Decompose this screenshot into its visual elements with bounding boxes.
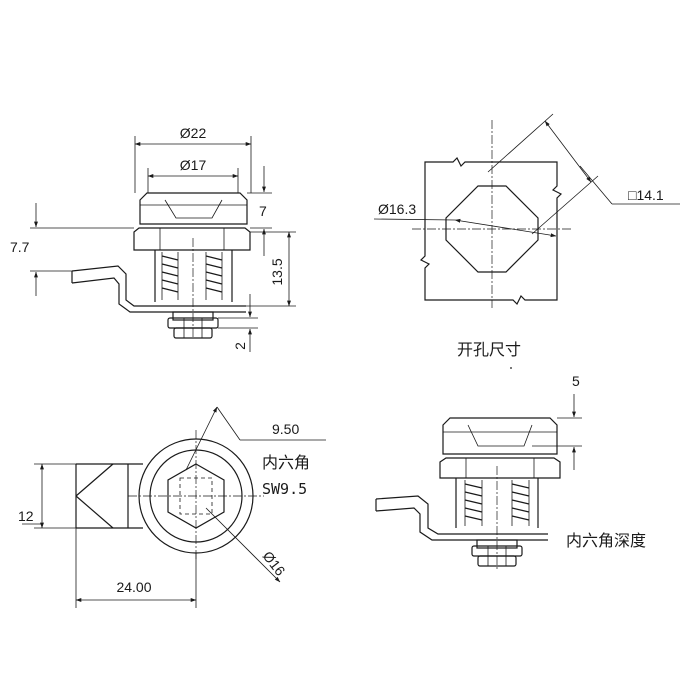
side-lock-head: [442, 417, 558, 455]
cutout-shape: [445, 185, 539, 273]
cam-arm: [71, 265, 246, 313]
dim-outer-diameter-text: Ø22: [180, 125, 207, 141]
cam-plate: [75, 463, 143, 529]
dim-head-height: 7: [247, 166, 272, 256]
lock-nut: [133, 227, 251, 251]
dim-cutout-diameter-text: Ø16.3: [378, 201, 416, 217]
panel-outline: [419, 156, 563, 306]
dim-hex-depth: 5: [532, 373, 582, 470]
hex-size-text: SW9.5: [262, 480, 307, 498]
bottom-screw: [167, 311, 219, 339]
dim-head-height-text: 7: [259, 203, 267, 219]
hex-label: 内六角: [262, 453, 310, 472]
dim-head-diameter: Ø17: [147, 157, 239, 193]
cutout-view: Ø16.3 □14.1 开孔尺寸: [373, 113, 680, 369]
side-view: 5 内六角深度: [375, 373, 646, 570]
hex-depth-label: 内六角深度: [566, 531, 646, 550]
dim-cam-offset: 7.7: [10, 203, 134, 296]
side-spring-body: [455, 466, 539, 570]
dim-outer-diameter: Ø22: [134, 125, 252, 193]
spring-body: [154, 238, 233, 338]
side-cam-arm: [375, 495, 548, 541]
side-bottom-screw: [471, 539, 523, 567]
dim-cam-reach: 9.50: [185, 406, 326, 471]
dim-cam-reach-text: 9.50: [272, 421, 299, 437]
side-lock-nut: [439, 457, 561, 479]
dim-cam-length: 24.00: [75, 528, 197, 608]
dim-cam-width: 12: [18, 463, 76, 529]
bottom-view: 9.50 内六角 SW9.5 Ø16 12 24.00: [18, 406, 326, 608]
dim-cam-offset-text: 7.7: [10, 239, 30, 255]
dim-ring-diameter: Ø16: [205, 507, 289, 583]
dim-cam-length-text: 24.00: [116, 579, 151, 595]
dim-nut-height-text: 2: [232, 342, 248, 350]
dim-cutout-diameter: Ø16.3: [373, 201, 557, 238]
dim-body-length: 13.5: [246, 231, 296, 307]
dim-ring-diameter-text: Ø16: [260, 548, 289, 579]
lock-head: [139, 192, 248, 225]
front-view: Ø22 Ø17 7 13.5 2: [10, 125, 296, 352]
dim-body-length-text: 13.5: [269, 258, 285, 285]
dim-cam-width-text: 12: [18, 508, 34, 524]
dim-hex-depth-text: 5: [572, 373, 580, 389]
stray-dot: [510, 367, 512, 369]
dim-head-diameter-text: Ø17: [180, 157, 207, 173]
dim-flat-width-text: □14.1: [628, 187, 664, 203]
cutout-label: 开孔尺寸: [457, 340, 521, 359]
dim-nut-height: 2: [218, 294, 258, 352]
dim-flat-width: □14.1: [487, 113, 680, 235]
